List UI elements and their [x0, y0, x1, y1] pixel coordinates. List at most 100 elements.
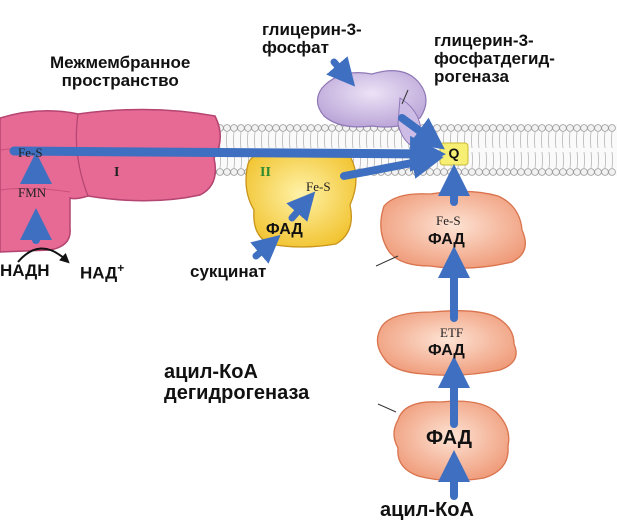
lipid-tail	[352, 131, 354, 149]
lipid-head	[594, 168, 602, 176]
lipid-head	[433, 168, 441, 176]
lipid-tail	[527, 151, 529, 169]
lipid-tail	[555, 151, 557, 169]
etf-protein	[376, 310, 517, 376]
lipid-head	[531, 168, 539, 176]
lipid-tail	[499, 151, 501, 169]
lipid-tail	[387, 131, 389, 149]
complex2-fes-label: Fe-S	[306, 179, 331, 194]
etf-bottom-fad-label: ФАД	[426, 427, 473, 449]
lipid-tail	[597, 131, 599, 149]
lipid-head	[307, 124, 315, 132]
nad-plus-label: НАД+	[80, 262, 124, 283]
lipid-tail	[548, 131, 550, 149]
lipid-tail	[303, 131, 305, 149]
lipid-head	[552, 168, 560, 176]
arrow-fes-to-q	[9, 135, 446, 172]
acyl-coa-dh-line-2: дегидрогеназа	[164, 382, 310, 404]
lipid-tail	[366, 131, 368, 149]
lipid-head	[461, 124, 469, 132]
lipid-head	[293, 124, 301, 132]
complex1-fmn-label: FMN	[18, 185, 47, 200]
lipid-tail	[604, 131, 606, 149]
lipid-head	[440, 124, 448, 132]
lipid-tail	[310, 131, 312, 149]
lipid-head	[475, 168, 483, 176]
lipid-head	[503, 168, 511, 176]
lipid-tail	[471, 131, 473, 149]
lipid-head	[258, 124, 266, 132]
lipid-head	[510, 124, 518, 132]
lipid-head	[335, 124, 343, 132]
lipid-head	[573, 168, 581, 176]
lipid-tail	[485, 151, 487, 169]
intermembrane-line-1: Межмембранное	[50, 53, 191, 72]
lipid-head	[321, 124, 329, 132]
lipid-tail	[506, 131, 508, 149]
lipid-head	[510, 168, 518, 176]
acyl-coa-dehydrogenase-label: ацил-КоА дегидрогеназа	[164, 362, 309, 404]
lipid-head	[496, 168, 504, 176]
lipid-head	[216, 168, 224, 176]
lipid-tail	[569, 131, 571, 149]
nad-plus-superscript: +	[117, 261, 125, 275]
lipid-head	[461, 168, 469, 176]
lipid-tail	[576, 131, 578, 149]
lipid-head	[524, 124, 532, 132]
lipid-tail	[583, 151, 585, 169]
lipid-head	[279, 124, 287, 132]
lipid-head	[496, 124, 504, 132]
lipid-head	[587, 124, 595, 132]
lipid-head	[601, 168, 609, 176]
lipid-head	[314, 124, 322, 132]
lipid-head	[398, 168, 406, 176]
lipid-head	[454, 168, 462, 176]
glycerol3p-line-2: фосфат	[262, 37, 329, 57]
lipid-head	[230, 168, 238, 176]
lipid-tail	[611, 151, 613, 169]
leader-lines	[375, 89, 409, 413]
lipid-tail	[471, 151, 473, 169]
lipid-tail	[226, 131, 228, 149]
lipid-tail	[548, 151, 550, 169]
lipid-head	[482, 168, 490, 176]
g3pdh-line-1: глицерин-3-	[434, 31, 534, 50]
lipid-head	[447, 168, 455, 176]
lipid-tail	[478, 151, 480, 169]
lipid-tail	[478, 131, 480, 149]
lipid-head	[608, 168, 616, 176]
lipid-tail	[247, 131, 249, 149]
lipid-tail	[282, 131, 284, 149]
lipid-tail	[338, 131, 340, 149]
lipid-head	[524, 168, 532, 176]
lipid-tail	[541, 131, 543, 149]
lipid-tail	[597, 151, 599, 169]
lipid-tail	[590, 151, 592, 169]
lipid-head	[517, 168, 525, 176]
lipid-head	[489, 168, 497, 176]
lipid-tail	[562, 151, 564, 169]
lipid-tail	[583, 131, 585, 149]
etf-middle-label: ETF	[440, 325, 464, 340]
succinate-label: сукцинат	[190, 262, 267, 281]
lipid-head	[573, 124, 581, 132]
lipid-head	[251, 124, 259, 132]
arrow-fad-to-fes2	[286, 191, 316, 222]
complex1-roman-label: I	[114, 165, 120, 180]
g3pdh-line-3: рогеназа	[434, 66, 509, 86]
complex1-fes-label: Fe-S	[18, 145, 43, 160]
lipid-head	[552, 124, 560, 132]
lipid-head	[440, 168, 448, 176]
lipid-head	[475, 124, 483, 132]
lipid-head	[272, 124, 280, 132]
etf-top-fad-label: ФАД	[428, 231, 465, 248]
complex2-fad-label: ФАД	[266, 221, 303, 238]
lipid-tail	[562, 131, 564, 149]
lipid-head	[405, 168, 413, 176]
lipid-tail	[324, 131, 326, 149]
lipid-tail	[254, 131, 256, 149]
lipid-tail	[611, 131, 613, 149]
lipid-head	[482, 124, 490, 132]
intermembrane-line-2: пространство	[61, 70, 179, 90]
